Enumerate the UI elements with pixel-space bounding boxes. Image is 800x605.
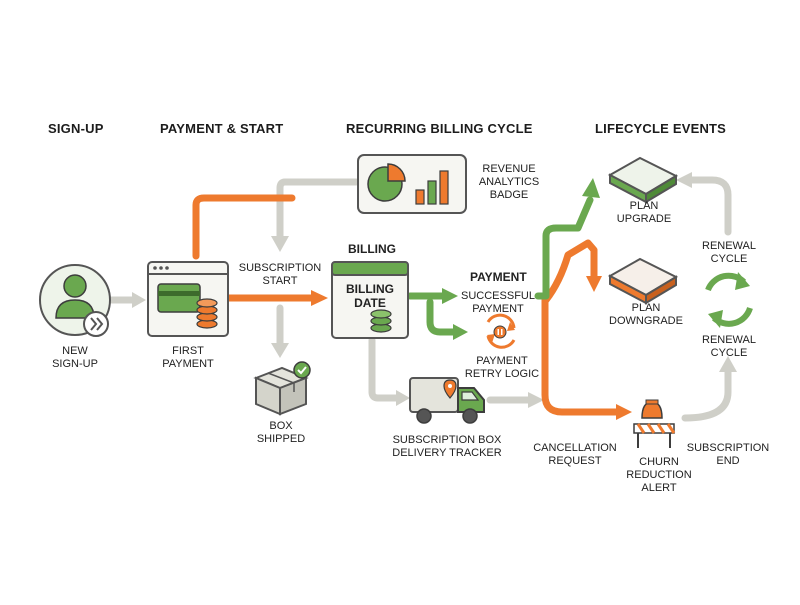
green-arrowheads: [442, 178, 600, 340]
label-plan-downgrade: PLAN DOWNGRADE: [609, 302, 683, 328]
label-new-signup: NEW SIGN-UP: [52, 345, 98, 371]
label-renewal-cycle-bottom: RENEWAL CYCLE: [702, 334, 756, 360]
arrow-to-upgrade: [534, 196, 594, 300]
plan-downgrade-icon: [607, 257, 679, 305]
label-payment: PAYMENT: [470, 270, 527, 284]
gray-arrowheads: [132, 172, 737, 408]
label-delivery-tracker: SUBSCRIPTION BOX DELIVERY TRACKER: [392, 434, 502, 460]
arrow-badge-to-start: [276, 178, 360, 242]
churn-alert-icon: [633, 399, 676, 448]
label-subscription-start: SUBSCRIPTION START: [238, 262, 322, 288]
header-recurring-billing: RECURRING BILLING CYCLE: [346, 121, 533, 136]
arrow-payment-to-badge: [192, 194, 296, 260]
first-payment-icon: [147, 261, 229, 337]
gray-connectors: [108, 176, 732, 422]
label-billing-date: BILLING DATE: [346, 282, 394, 311]
new-signup-icon: [39, 264, 111, 337]
label-box-shipped: BOX SHIPPED: [256, 420, 306, 446]
label-plan-upgrade: PLAN UPGRADE: [616, 200, 672, 226]
arrow-billing-to-tracker: [368, 336, 402, 402]
label-subscription-end: SUBSCRIPTION END: [686, 442, 770, 468]
arrow-renewal-to-upgrade: [686, 176, 732, 236]
delivery-truck-icon: [409, 377, 485, 424]
label-retry-logic: PAYMENT RETRY LOGIC: [464, 355, 540, 381]
label-billing: BILLING: [348, 242, 396, 256]
header-lifecycle-events: LIFECYCLE EVENTS: [595, 121, 727, 136]
box-shipped-icon: [253, 361, 311, 416]
label-successful-payment: SUCCESSFUL PAYMENT: [461, 290, 535, 316]
payment-retry-icon: [486, 313, 516, 349]
arrow-to-downgrade: [542, 239, 598, 304]
header-payment-start: PAYMENT & START: [160, 121, 284, 136]
green-connectors: [406, 196, 594, 336]
renewal-cycle-icon: [705, 272, 753, 328]
billing-date-icon: [331, 261, 409, 339]
label-first-payment: FIRST PAYMENT: [162, 345, 214, 371]
label-renewal-cycle-top: RENEWAL CYCLE: [702, 240, 756, 266]
plan-upgrade-icon: [607, 156, 679, 204]
label-churn-alert: CHURN REDUCTION ALERT: [626, 456, 692, 495]
revenue-analytics-badge-icon: [357, 154, 467, 214]
arrow-to-cancellation: [541, 294, 622, 416]
arrow-end-to-renewal: [681, 366, 732, 422]
orange-arrowheads: [311, 276, 632, 420]
label-revenue-badge: REVENUE ANALYTICS BADGE: [478, 163, 540, 202]
label-cancellation-request: CANCELLATION REQUEST: [533, 442, 617, 468]
arrow-billing-to-retry: [426, 298, 459, 336]
header-signup: SIGN-UP: [48, 121, 104, 136]
orange-connectors: [192, 194, 622, 416]
